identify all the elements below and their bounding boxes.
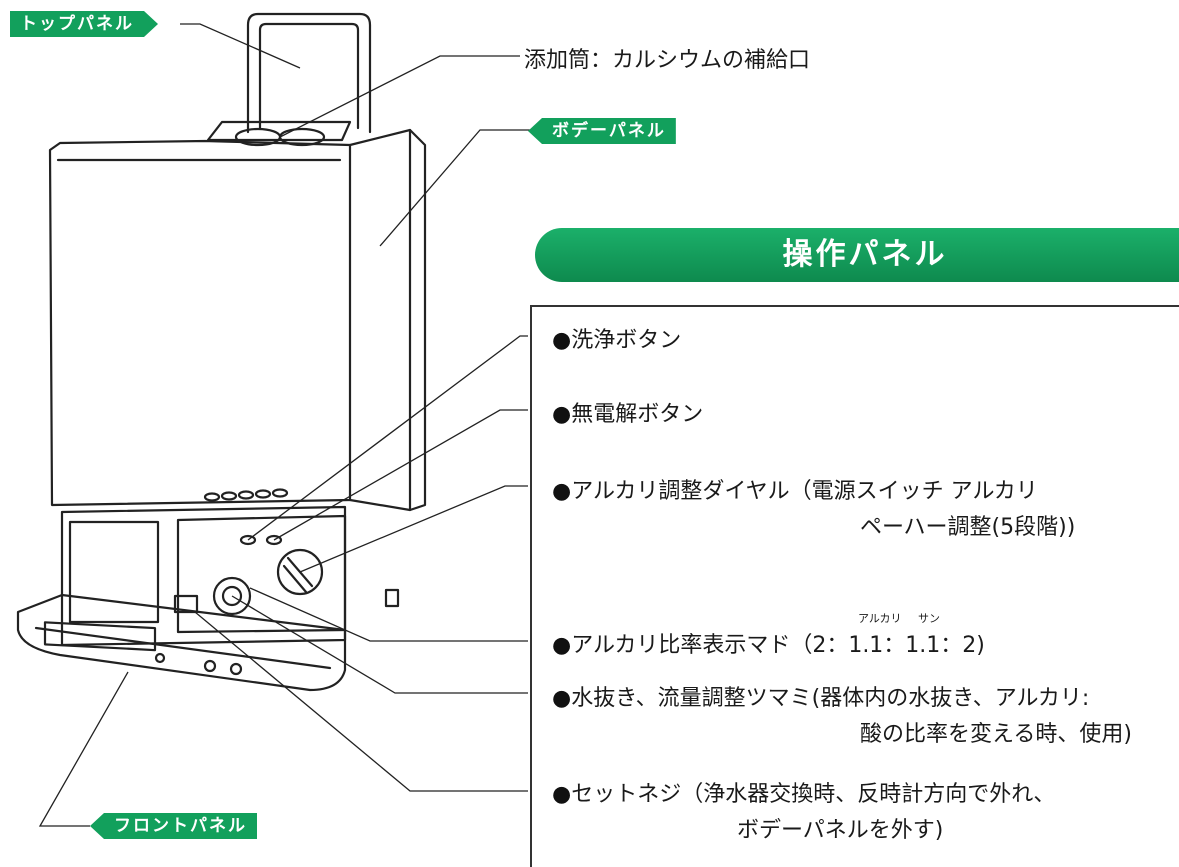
- bullet-icon: ●: [552, 402, 572, 427]
- additive-tube: [206, 120, 352, 142]
- bullet-icon: ●: [552, 479, 572, 504]
- item-non-electrolysis-button: ●無電解ボタン: [552, 402, 704, 427]
- ruby-alkali: アルカリ: [858, 612, 902, 625]
- ruby-acid: サン: [918, 612, 940, 625]
- body-panel-tag: ボデーパネル: [528, 118, 676, 144]
- operation-panel-box: [530, 305, 1179, 867]
- control-area: [176, 514, 347, 634]
- item-wash-button: ●洗浄ボタン: [552, 328, 682, 353]
- top-lid: [246, 12, 372, 134]
- additive-tube-label: 添加筒：カルシウムの補給口: [524, 48, 811, 73]
- body-buttons: [203, 488, 289, 502]
- item-set-screw: ●セットネジ（浄水器交換時、反時計方向で外れ、 ボデーパネルを外す): [552, 782, 1056, 843]
- flow-knob: [212, 576, 252, 616]
- body-front: [48, 139, 352, 507]
- item-alkali-dial: ●アルカリ調整ダイヤル（電源スイッチ アルカリ ペーハー調整(5段階)): [552, 479, 1076, 540]
- bullet-icon: ●: [552, 633, 572, 658]
- bullet-icon: ●: [552, 782, 572, 807]
- alkali-dial: [276, 548, 324, 596]
- item-ratio-window: ●アルカリ比率表示マド（2：1.1：1.1：2): [552, 633, 985, 658]
- operation-panel-title: 操作パネル: [535, 228, 1179, 282]
- body-side: [348, 128, 427, 512]
- front-panel-tag: フロントパネル: [90, 813, 257, 839]
- item-drain-flow-knob: ●水抜き、流量調整ツマミ(器体内の水抜き、アルカリ: 酸の比率を変える時、使用): [552, 686, 1132, 747]
- top-panel-tag: トップパネル: [10, 11, 158, 37]
- bullet-icon: ●: [552, 686, 572, 711]
- front-tray: [16, 593, 347, 692]
- bullet-icon: ●: [552, 328, 572, 353]
